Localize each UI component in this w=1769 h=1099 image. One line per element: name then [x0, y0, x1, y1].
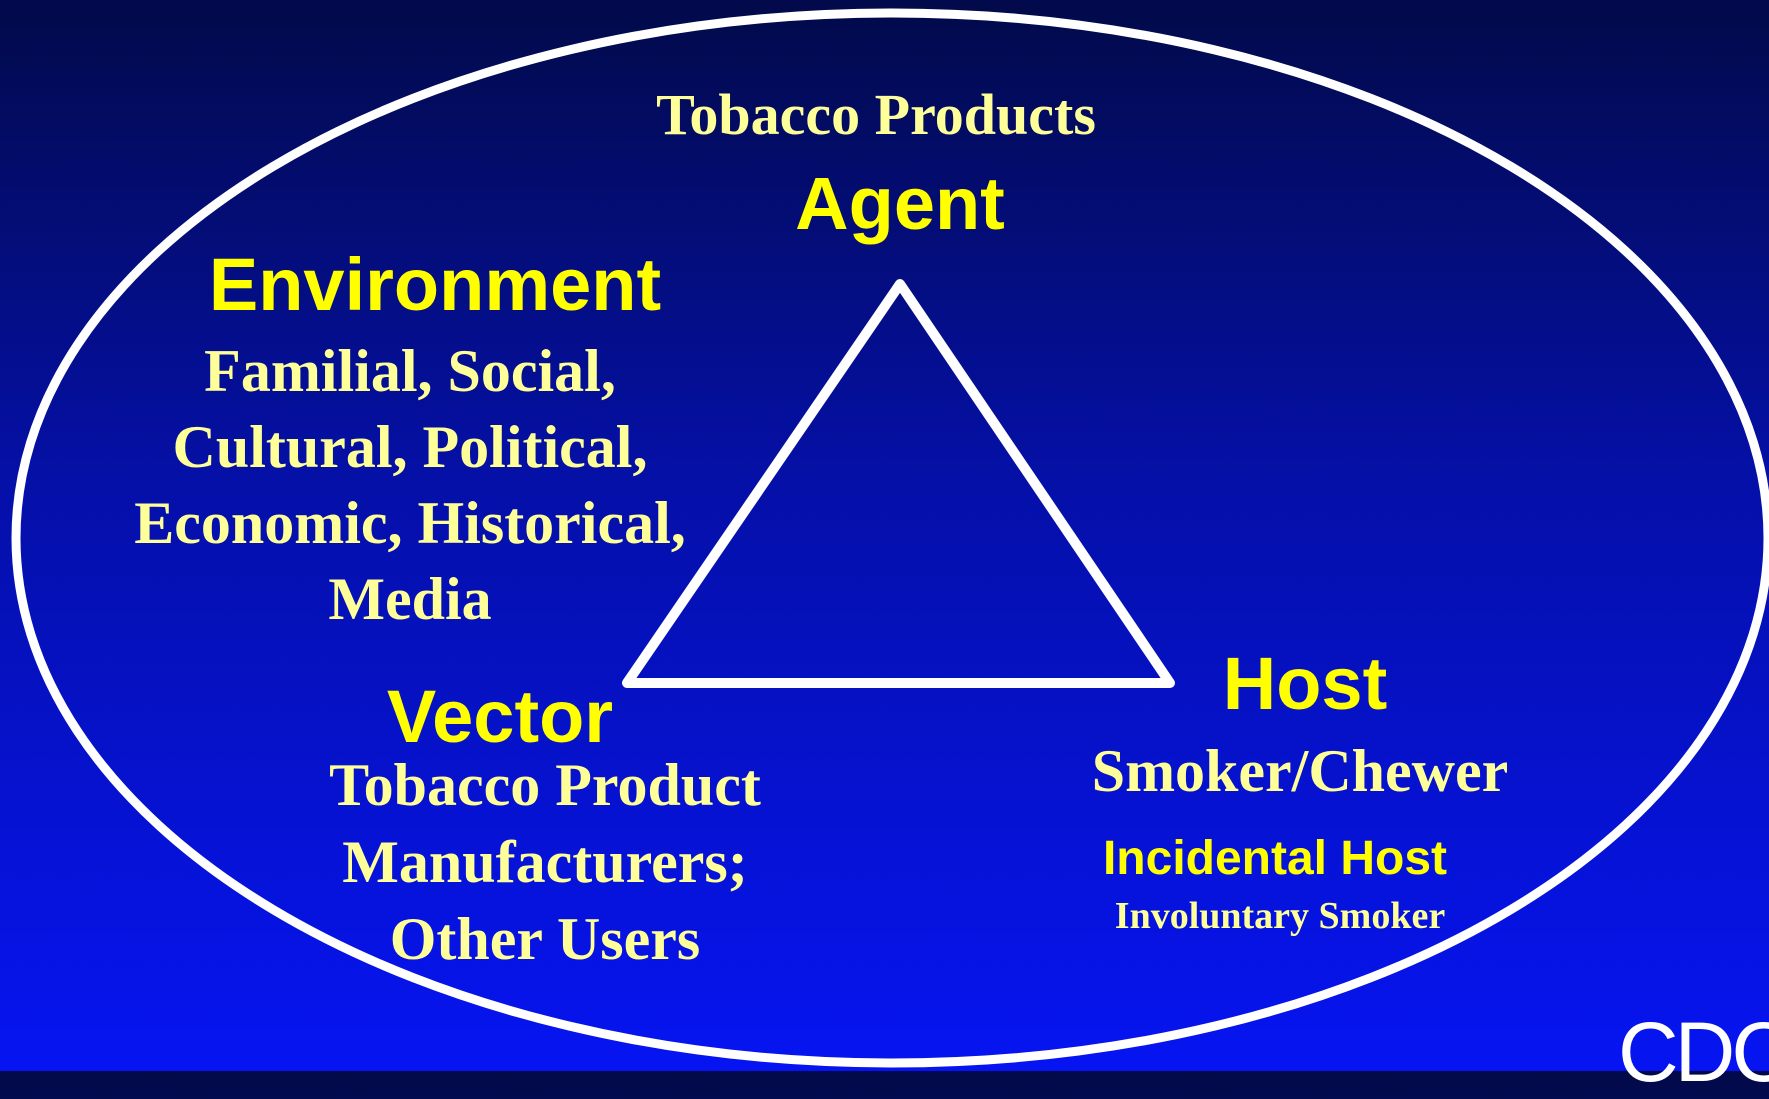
agent-title: Agent	[795, 162, 1005, 245]
epidemiologic-triangle-diagram	[0, 0, 1769, 1071]
environment-ellipse	[11, 8, 1769, 1068]
vector-title: Vector	[386, 675, 614, 758]
incidental-host-detail: Involuntary Smoker	[1114, 895, 1446, 937]
vector-line: Other Users	[389, 906, 701, 972]
host-detail: Smoker/Chewer	[1091, 738, 1509, 804]
vector-line: Manufacturers;	[342, 829, 748, 895]
incidental-host-title: Incidental Host	[1102, 832, 1448, 885]
agent-subtitle: Tobacco Products	[656, 82, 1096, 147]
host-title: Host	[1222, 642, 1388, 725]
agent-host-vector-triangle	[622, 279, 1175, 688]
vector-line: Tobacco Product	[329, 752, 761, 818]
environment-details: Familial, Social, Cultural, Political, E…	[60, 333, 760, 637]
environment-line: Familial, Social,	[204, 338, 616, 404]
environment-line: Economic, Historical,	[134, 490, 686, 556]
environment-line: Cultural, Political,	[172, 414, 648, 480]
environment-title: Environment	[208, 243, 662, 326]
environment-line: Media	[328, 566, 492, 632]
vector-details: Tobacco Product Manufacturers; Other Use…	[245, 747, 845, 978]
cdc-logo: CDC	[1618, 1005, 1769, 1099]
